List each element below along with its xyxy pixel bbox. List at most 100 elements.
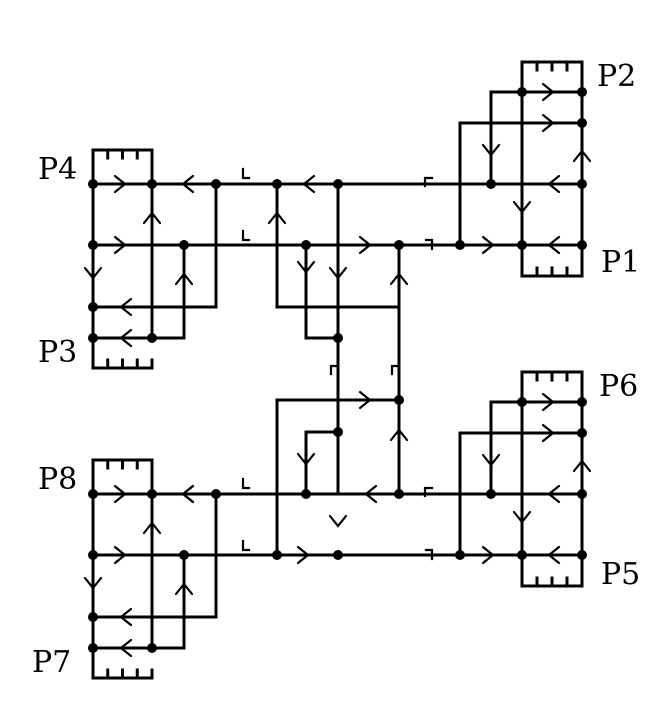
port-label-p1: P1 xyxy=(601,245,641,280)
flow-arrow-icon xyxy=(541,392,555,412)
step-mark-7 xyxy=(423,486,434,498)
flow-arrow-icon xyxy=(512,200,532,214)
flow-arrow-icon xyxy=(296,452,316,466)
step-mark-3 xyxy=(424,238,434,251)
flow-arrow-icon xyxy=(541,82,555,102)
junction-node xyxy=(394,240,404,250)
flow-arrow-icon xyxy=(181,174,195,194)
port-label-p5: P5 xyxy=(601,557,641,592)
junction-node xyxy=(272,550,282,560)
flow-arrow-icon xyxy=(119,297,133,317)
flow-arrow-icon xyxy=(302,174,316,194)
junction-node xyxy=(88,550,98,560)
junction-node xyxy=(333,179,343,189)
flow-arrow-icon xyxy=(142,211,162,225)
step-mark-9 xyxy=(424,548,434,561)
flow-arrow-icon xyxy=(83,266,103,280)
junction-node xyxy=(577,489,587,499)
flow-arrow-icon xyxy=(358,390,372,410)
junction-node xyxy=(517,240,527,250)
flow-arrow-icon xyxy=(547,174,561,194)
junction-node xyxy=(301,489,311,499)
port-label-p4: P4 xyxy=(38,152,78,187)
junction-node xyxy=(88,179,98,189)
flow-arrow-icon xyxy=(364,484,378,504)
flow-arrow-icon xyxy=(547,484,561,504)
flow-arrow-icon xyxy=(389,428,409,442)
junction-node xyxy=(147,643,157,653)
port-label-p6: P6 xyxy=(599,369,639,404)
flow-arrow-icon xyxy=(83,576,103,590)
junction-node xyxy=(455,240,465,250)
flow-arrow-icon xyxy=(181,484,195,504)
flow-arrow-icon xyxy=(541,113,555,133)
junction-node xyxy=(211,179,221,189)
junction-node xyxy=(211,489,221,499)
flow-arrow-icon xyxy=(481,143,501,157)
flow-arrow-icon xyxy=(481,453,501,467)
port-label-p8: P8 xyxy=(38,462,78,497)
junction-node xyxy=(577,240,587,250)
step-mark-6 xyxy=(241,477,251,490)
flow-arrow-icon xyxy=(113,484,127,504)
junction-node xyxy=(88,643,98,653)
flow-arrow-icon xyxy=(113,235,127,255)
flow-arrow-icon xyxy=(572,149,592,163)
flow-arrow-icon xyxy=(174,272,194,286)
flow-arrow-icon xyxy=(481,235,495,255)
junction-node xyxy=(455,550,465,560)
wires xyxy=(91,60,584,680)
junction-node xyxy=(486,179,496,189)
flow-arrow-icon xyxy=(119,328,133,348)
flow-arrow-icon xyxy=(142,521,162,535)
junction-node xyxy=(577,428,587,438)
flow-arrow-icon xyxy=(328,266,348,280)
junction-node xyxy=(517,87,527,97)
flow-arrow-icon xyxy=(328,514,348,528)
junction-node xyxy=(577,87,587,97)
junction-node xyxy=(301,240,311,250)
junction-node xyxy=(517,550,527,560)
step-mark-0 xyxy=(241,167,251,180)
junction-node xyxy=(147,333,157,343)
junction-node xyxy=(333,427,343,437)
port-label-p3: P3 xyxy=(38,335,78,370)
flow-arrow-icon xyxy=(296,545,310,565)
junction-node xyxy=(179,240,189,250)
junction-node xyxy=(147,179,157,189)
junction-node xyxy=(577,550,587,560)
junction-node xyxy=(88,240,98,250)
flow-arrow-icon xyxy=(541,423,555,443)
flow-arrow-icon xyxy=(358,235,372,255)
junction-node xyxy=(577,179,587,189)
junction-node xyxy=(517,397,527,407)
flow-arrow-icon xyxy=(113,545,127,565)
junction-node xyxy=(88,333,98,343)
junction-node xyxy=(88,489,98,499)
flow-arrow-icon xyxy=(174,582,194,596)
flow-arrow-icon xyxy=(547,235,561,255)
junction-node xyxy=(394,395,404,405)
step-mark-8 xyxy=(241,539,251,552)
junction-nodes xyxy=(88,87,587,653)
junction-node xyxy=(147,489,157,499)
junction-node xyxy=(577,397,587,407)
flow-arrow-icon xyxy=(512,510,532,524)
flow-arrow-icon xyxy=(113,174,127,194)
step-mark-5 xyxy=(390,364,401,376)
junction-node xyxy=(577,118,587,128)
junction-node xyxy=(394,489,404,499)
flow-arrow-icon xyxy=(481,545,495,565)
junction-node xyxy=(272,179,282,189)
port-label-p7: P7 xyxy=(32,645,72,680)
flow-arrow-icon xyxy=(296,260,316,274)
flow-arrow-icon xyxy=(547,545,561,565)
flow-arrow-icon xyxy=(389,272,409,286)
junction-node xyxy=(486,489,496,499)
flow-arrow-icon xyxy=(119,638,133,658)
marks xyxy=(83,82,592,658)
step-mark-1 xyxy=(423,176,434,188)
junction-node xyxy=(179,550,189,560)
flow-arrow-icon xyxy=(572,459,592,473)
